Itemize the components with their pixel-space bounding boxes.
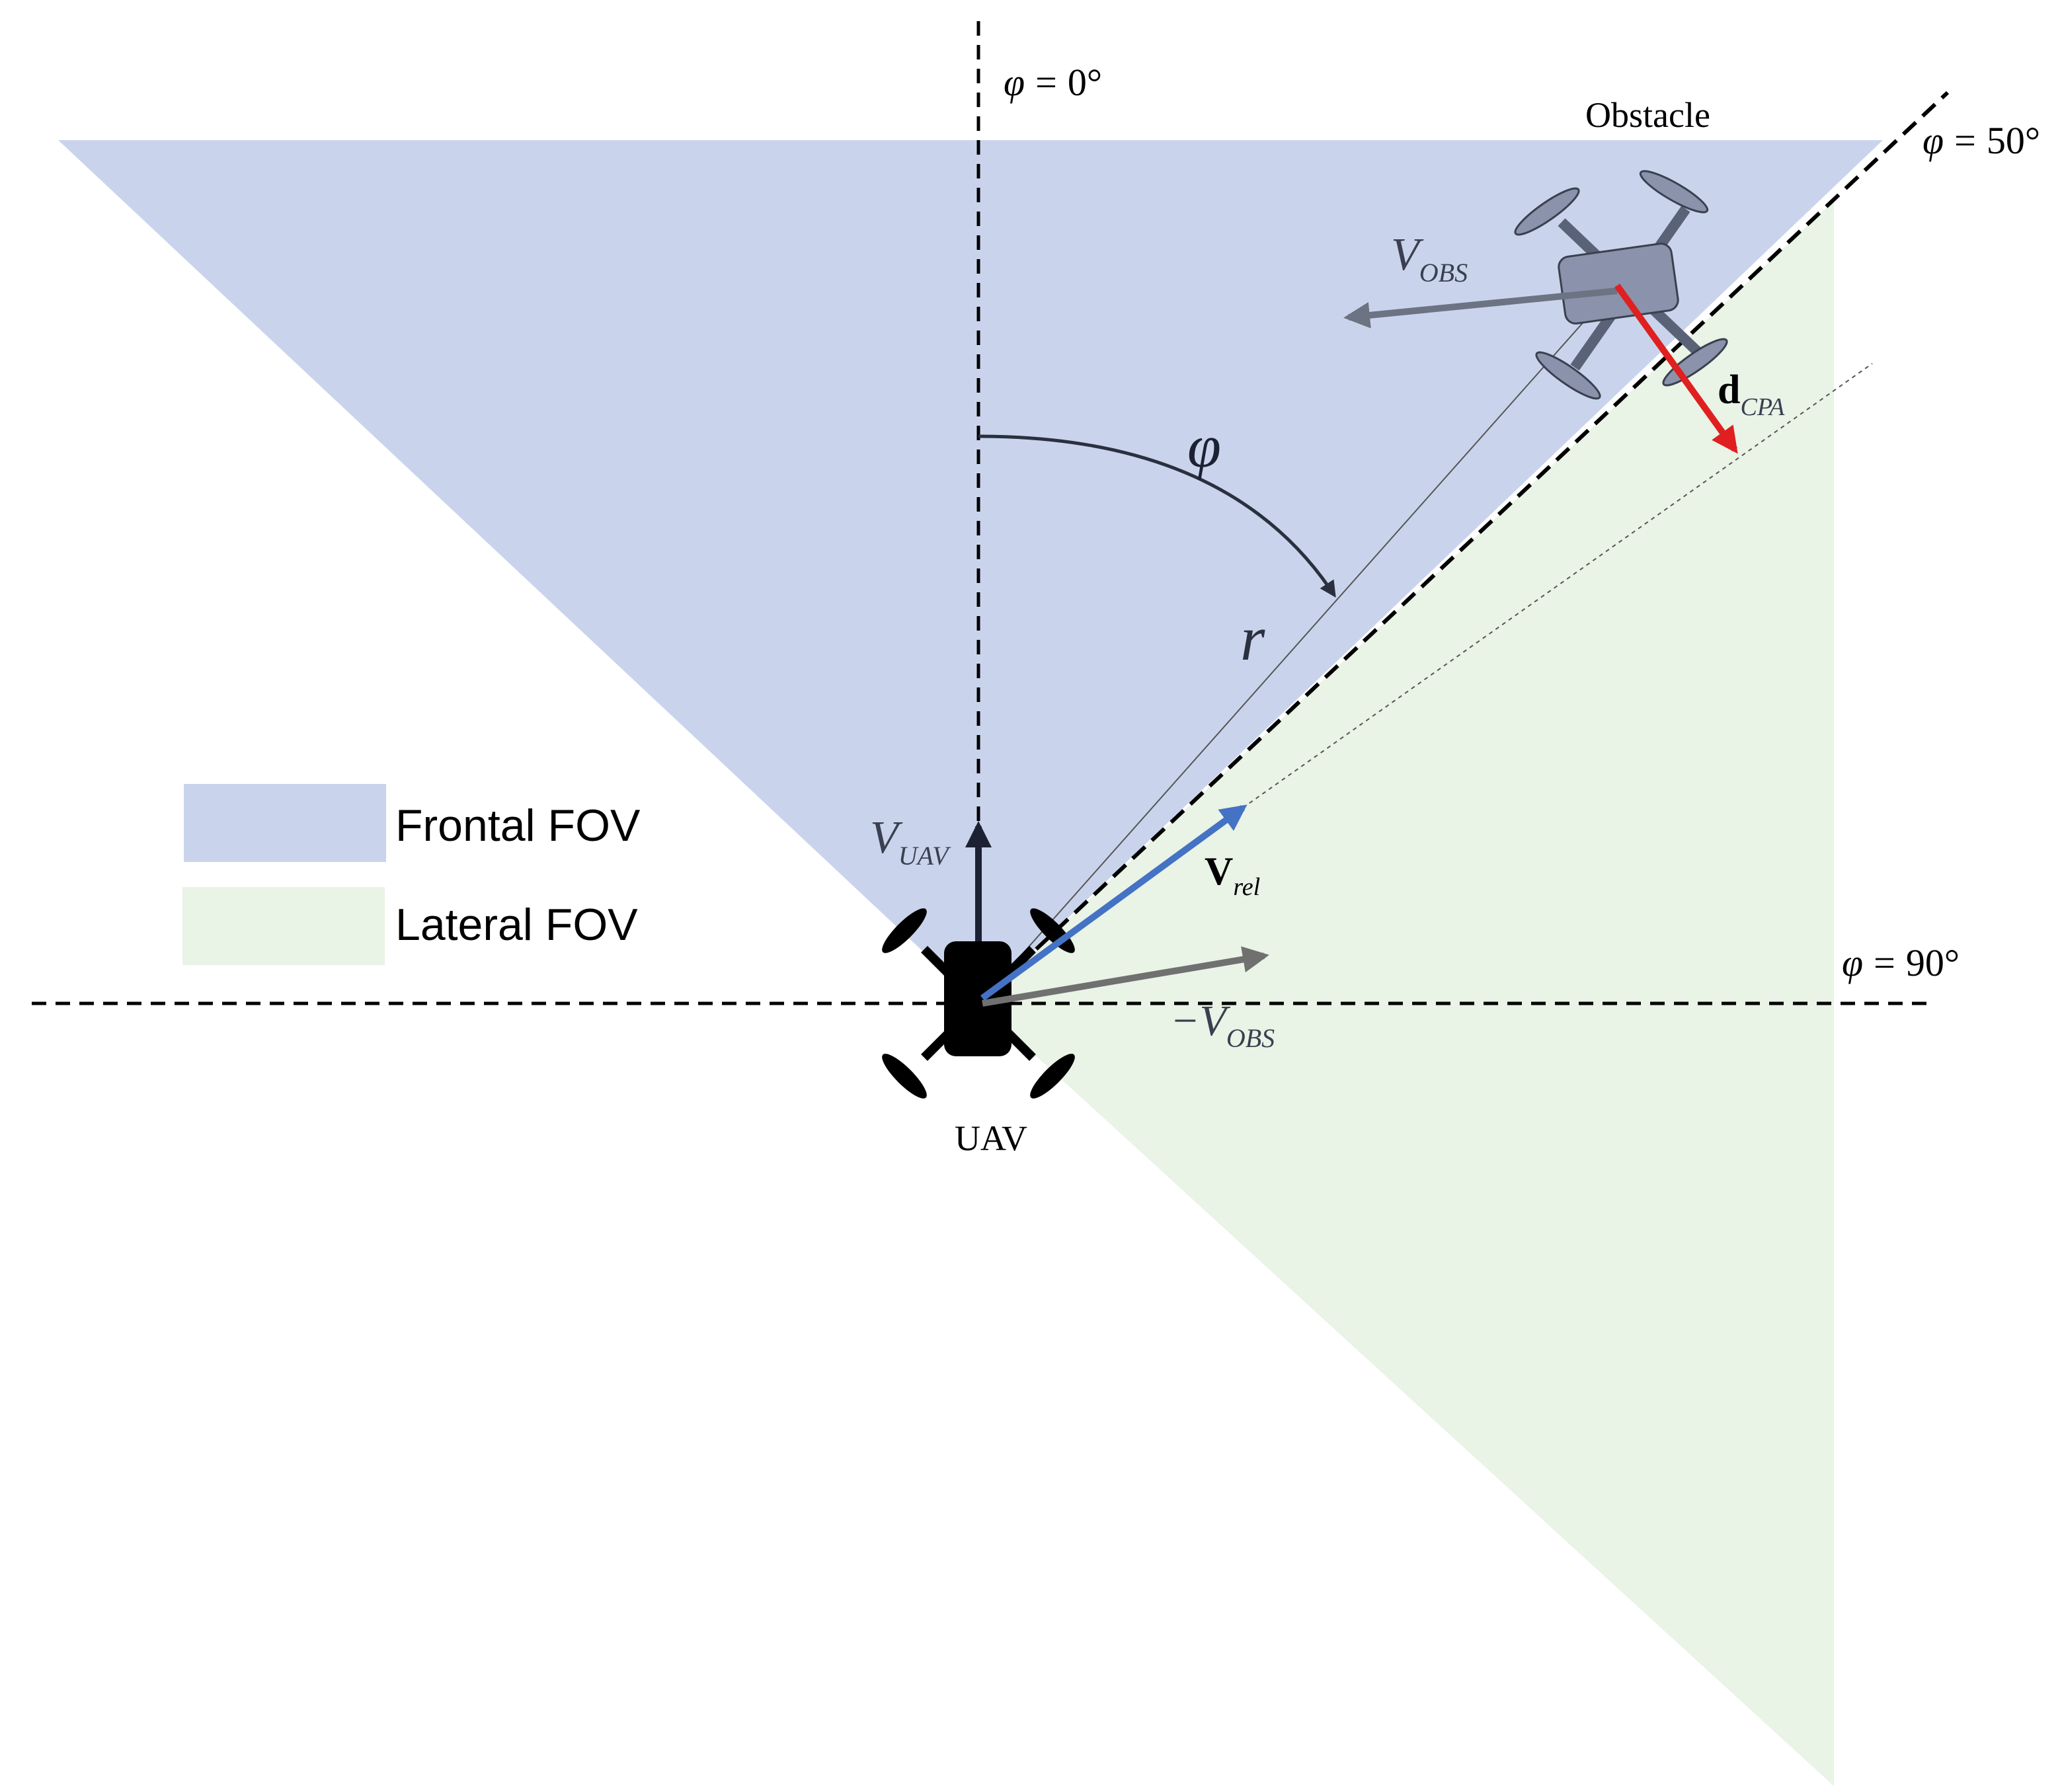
range-line: [978, 284, 1618, 1004]
cpa-distance-arrow: [1614, 284, 1738, 454]
angle-label-phi-90: φ=90°: [1842, 941, 1960, 984]
uav-velocity-label: VUAV: [870, 812, 951, 871]
axis-phi-50: [976, 91, 1950, 1005]
legend-frontal-label: Frontal FOV: [395, 800, 641, 851]
obstacle-velocity-arrow: [1343, 288, 1618, 329]
phi-angle-label: φ: [1187, 412, 1221, 480]
relative-velocity-arrow: [980, 804, 1248, 1001]
obstacle-velocity-label: VOBS: [1391, 229, 1468, 288]
phi-arc: [978, 434, 1336, 598]
relative-velocity-label: Vrel: [1205, 849, 1260, 901]
obstacle-label: Obstacle: [1585, 95, 1710, 135]
range-label: r: [1240, 603, 1265, 674]
uav-quadcopter-icon: [882, 908, 1075, 1099]
negative-obstacle-velocity-arrow: [982, 946, 1269, 1007]
cpa-distance-label: dCPA: [1718, 368, 1785, 421]
angle-label-phi-50: φ=50°: [1923, 119, 2040, 162]
uav-label: UAV: [955, 1118, 1027, 1158]
lateral-fov-region: [978, 201, 1834, 1786]
legend-lateral-label: Lateral FOV: [395, 900, 638, 950]
legend-lateral-swatch: [182, 887, 385, 965]
legend-frontal-swatch: [184, 784, 386, 862]
negative-obstacle-velocity-label: −VOBS: [1170, 997, 1275, 1053]
relative-velocity-extension: [1242, 363, 1873, 808]
frontal-fov-region: [58, 140, 1883, 1003]
angle-label-phi-0: φ=0°: [1004, 61, 1102, 104]
